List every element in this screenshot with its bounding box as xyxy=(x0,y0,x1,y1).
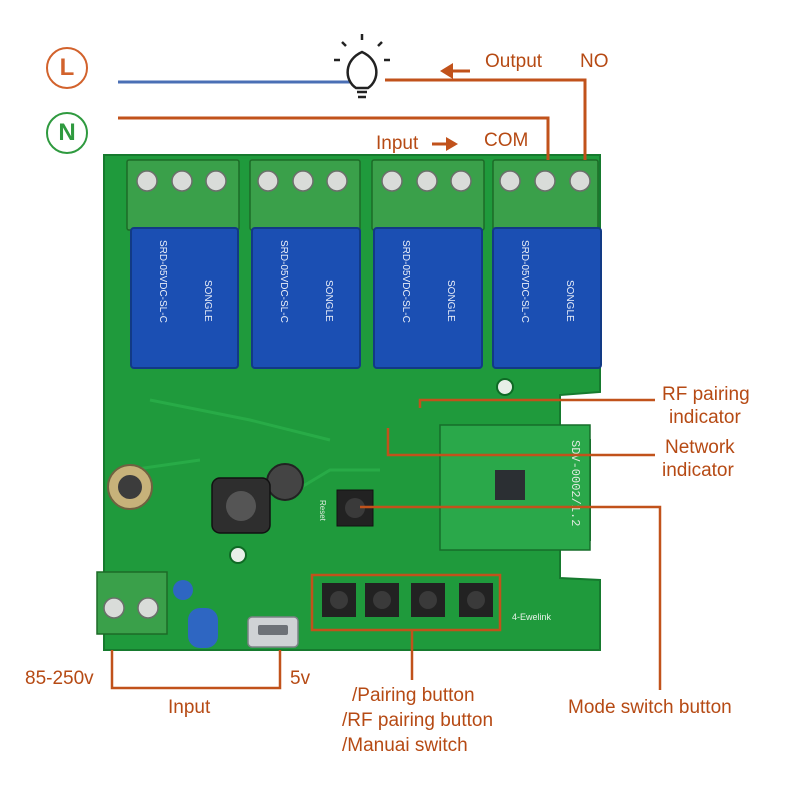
live-badge: L xyxy=(46,47,88,89)
relay-3-brand: SONGLE xyxy=(445,280,456,322)
output-label: Output xyxy=(485,51,543,72)
input-arrow-icon xyxy=(446,137,458,151)
relay-3-text: SRD-05VDC-SL-C xyxy=(400,240,411,323)
module-label: SDV-0002/1.2 xyxy=(568,440,582,526)
input-bracket xyxy=(110,650,282,690)
mode-switch-leader xyxy=(360,505,662,690)
relay-1-brand: SONGLE xyxy=(202,280,213,322)
power-input-terminal xyxy=(96,571,168,635)
annotation-lines xyxy=(110,398,662,690)
rf-pairing-indicator-label-1: RF pairing xyxy=(662,384,750,405)
network-indicator-leader xyxy=(386,428,655,457)
rf-module: SDV-0002/1.2 xyxy=(439,424,591,551)
relay-1-text: SRD-05VDC-SL-C xyxy=(157,240,168,323)
network-indicator-label-2: indicator xyxy=(662,460,734,481)
neutral-wire xyxy=(118,116,550,160)
input-top-label: Input xyxy=(376,133,419,154)
rf-indicator-leader xyxy=(418,398,655,408)
output-wire xyxy=(385,78,587,160)
five-volt-label: 5v xyxy=(290,668,311,689)
relay-2-text: SRD-05VDC-SL-C xyxy=(278,240,289,323)
light-bulb-icon xyxy=(334,34,390,99)
no-label: NO xyxy=(580,51,609,72)
pairing-button-label: /Pairing button xyxy=(352,685,475,706)
buttons-box xyxy=(310,573,502,632)
rf-pairing-button-label: /RF pairing button xyxy=(342,710,494,731)
neutral-badge: N xyxy=(46,112,88,154)
network-indicator-label-1: Network xyxy=(665,437,735,458)
neutral-letter: N xyxy=(58,119,76,146)
manual-switch-label: /Manuai switch xyxy=(342,735,468,756)
ewelink-text: 4-Ewelink xyxy=(512,612,552,622)
input-bottom-label: Input xyxy=(168,697,211,718)
live-letter: L xyxy=(59,54,75,81)
reset-text: Reset xyxy=(318,500,327,522)
com-label: COM xyxy=(484,130,529,151)
wires xyxy=(118,78,587,160)
terminal-blocks xyxy=(126,159,599,231)
relays xyxy=(130,227,602,369)
mode-switch-button-label: Mode switch button xyxy=(568,697,732,718)
rf-pairing-indicator-label-2: indicator xyxy=(669,407,741,428)
reset-button: Reset xyxy=(318,489,374,527)
tact-buttons: 4-Ewelink xyxy=(322,583,552,622)
relay-2-brand: SONGLE xyxy=(323,280,334,322)
output-arrow-icon xyxy=(440,63,453,79)
micro-usb-port xyxy=(247,616,299,648)
power-components xyxy=(107,463,304,648)
relay-4-text: SRD-05VDC-SL-C xyxy=(519,240,530,323)
relay-4-brand: SONGLE xyxy=(564,280,575,322)
voltage-range-label: 85-250v xyxy=(25,668,94,689)
